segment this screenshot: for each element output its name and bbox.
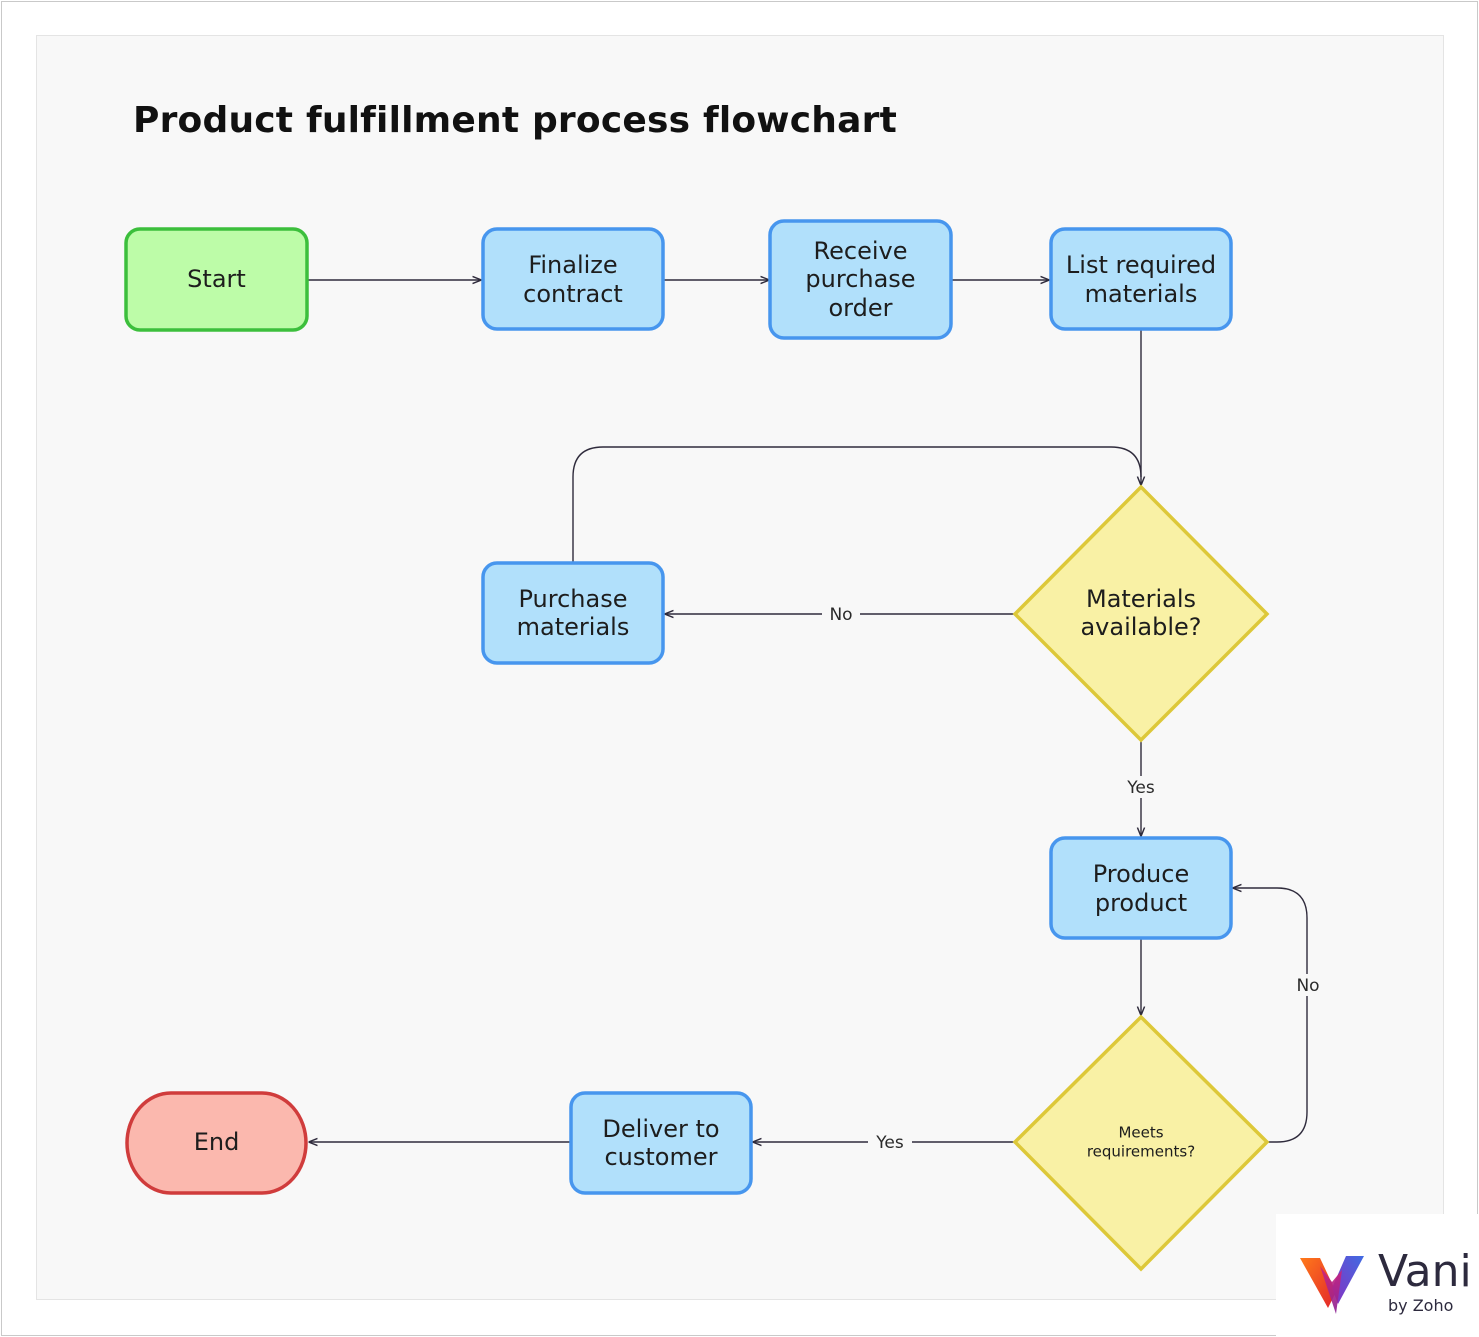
- node-finalize-label-1: Finalize: [528, 251, 617, 279]
- node-deliver-to-customer[interactable]: Deliver to customer: [569, 1091, 753, 1195]
- decision-materials-available[interactable]: Materials available?: [1012, 484, 1270, 743]
- node-purchase-materials[interactable]: Purchase materials: [481, 561, 665, 665]
- node-receive-label-1: Receive: [814, 237, 908, 265]
- node-finalize-contract[interactable]: Finalize contract: [481, 227, 665, 331]
- vani-logo-mark-icon: [1300, 1256, 1364, 1314]
- decision-available-label-2: available?: [1080, 613, 1201, 641]
- node-produce-product[interactable]: Produce product: [1049, 836, 1233, 940]
- label-available-no: No: [829, 605, 852, 625]
- node-deliver-label-1: Deliver to: [602, 1115, 719, 1143]
- node-start[interactable]: Start: [124, 227, 309, 332]
- label-meets-no: No: [1296, 976, 1319, 996]
- node-end[interactable]: End: [125, 1091, 308, 1195]
- decision-meets-label-1: Meets: [1118, 1124, 1163, 1142]
- diagram-title: Product fulfillment process flowchart: [133, 100, 897, 141]
- node-receive-purchase-order[interactable]: Receive purchase order: [768, 219, 953, 340]
- label-meets-yes: Yes: [875, 1133, 904, 1153]
- node-end-label: End: [194, 1128, 240, 1156]
- decision-meets-label-2: requirements?: [1087, 1143, 1195, 1161]
- node-list-label-1: List required: [1066, 251, 1216, 279]
- node-deliver-label-2: customer: [604, 1143, 717, 1171]
- node-receive-label-3: order: [829, 294, 893, 322]
- node-purchase-label-2: materials: [517, 613, 630, 641]
- label-available-yes: Yes: [1126, 778, 1155, 798]
- vani-logo-word: Vani: [1378, 1246, 1472, 1297]
- node-receive-label-2: purchase: [805, 265, 915, 293]
- edge-purchase-available: [572, 446, 1142, 562]
- node-purchase-label-1: Purchase: [519, 585, 628, 613]
- edge-meets-produce: [1233, 888, 1308, 1143]
- node-start-label: Start: [187, 265, 246, 293]
- decision-meets-requirements[interactable]: Meets requirements?: [1012, 1014, 1270, 1272]
- node-produce-label-1: Produce: [1093, 860, 1189, 888]
- node-list-label-2: materials: [1085, 280, 1198, 308]
- vani-logo-sub: by Zoho: [1388, 1296, 1454, 1315]
- vani-logo: Vani by Zoho: [1276, 1214, 1479, 1337]
- node-list-required-materials[interactable]: List required materials: [1049, 227, 1233, 331]
- node-finalize-label-2: contract: [523, 280, 623, 308]
- decision-available-label-1: Materials: [1086, 585, 1196, 613]
- node-produce-label-2: product: [1095, 889, 1187, 917]
